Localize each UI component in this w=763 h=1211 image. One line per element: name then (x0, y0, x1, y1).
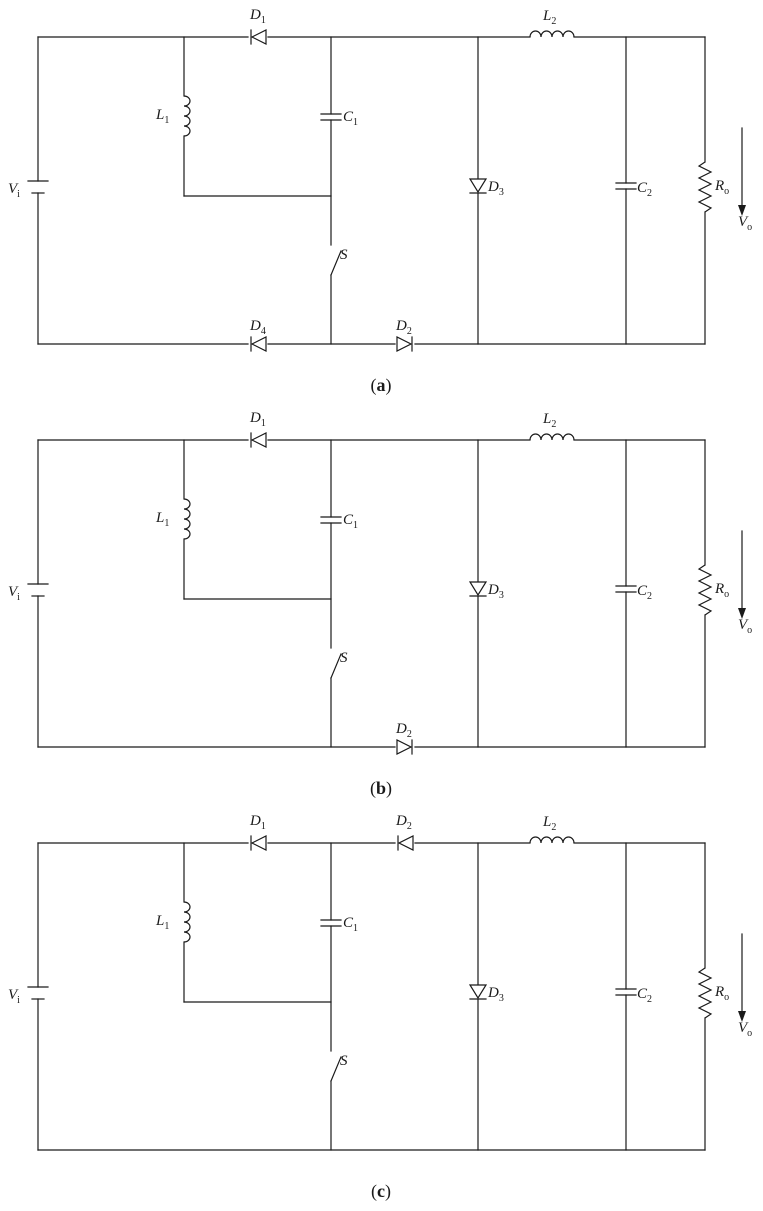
label-c2: C2 (637, 180, 652, 199)
diode-d3 (468, 178, 488, 194)
circuit-panel-b: Vi L1 D1 C1 S D2 D3 L2 C2 Ro Vo (b) (8, 410, 752, 799)
label-d2: D2 (395, 318, 412, 337)
circuit-panel-c: Vi L1 D1 D2 C1 S D3 L2 C2 Ro Vo (c) (8, 813, 752, 1202)
inductor-l2 (529, 433, 575, 441)
label-ro: Ro (714, 581, 729, 600)
label-d1: D1 (249, 7, 266, 26)
label-c2: C2 (637, 583, 652, 602)
source-vi (27, 986, 49, 1000)
capacitor-c2 (615, 182, 637, 190)
inductor-l1 (183, 498, 191, 540)
vo-arrow (738, 127, 746, 216)
wires (37, 842, 706, 1151)
label-l1: L1 (155, 913, 169, 932)
resistor-ro (697, 967, 713, 1019)
diode-d3 (468, 984, 488, 1000)
label-vi: Vi (8, 987, 20, 1006)
label-vo: Vo (738, 1020, 752, 1039)
label-vi: Vi (8, 584, 20, 603)
label-s: S (340, 247, 348, 263)
label-vo: Vo (738, 617, 752, 636)
label-s: S (340, 1053, 348, 1069)
capacitor-c1 (320, 919, 342, 927)
capacitor-c2 (615, 585, 637, 593)
resistor-ro (697, 161, 713, 213)
label-l1: L1 (155, 510, 169, 529)
diode-d1 (250, 29, 267, 45)
label-d3: D3 (487, 985, 504, 1004)
switch-s (330, 250, 342, 276)
label-d4: D4 (249, 318, 266, 337)
label-d2: D2 (395, 721, 412, 740)
diode-d1 (250, 432, 267, 448)
label-l2: L2 (542, 8, 556, 27)
vo-arrow (738, 933, 746, 1022)
source-vi (27, 180, 49, 194)
switch-s (330, 1056, 342, 1082)
inductor-l1 (183, 901, 191, 943)
diode-d2 (397, 835, 414, 851)
vo-arrow (738, 530, 746, 619)
label-d1: D1 (249, 813, 266, 832)
diode-d2 (396, 336, 413, 352)
label-vi: Vi (8, 181, 20, 200)
resistor-ro (697, 564, 713, 616)
label-ro: Ro (714, 178, 729, 197)
label-l2: L2 (542, 411, 556, 430)
label-vo: Vo (738, 214, 752, 233)
switch-s (330, 653, 342, 679)
capacitor-c1 (320, 113, 342, 121)
label-d1: D1 (249, 410, 266, 429)
panel-caption: (a) (371, 375, 392, 396)
label-d3: D3 (487, 582, 504, 601)
panel-caption: (b) (370, 778, 392, 799)
inductor-l1 (183, 95, 191, 137)
wires (37, 36, 706, 345)
diode-d1 (250, 835, 267, 851)
capacitor-c1 (320, 516, 342, 524)
label-l1: L1 (155, 107, 169, 126)
panel-caption: (c) (371, 1181, 391, 1202)
label-d2: D2 (395, 813, 412, 832)
wires (37, 439, 706, 748)
label-c1: C1 (343, 915, 358, 934)
label-c2: C2 (637, 986, 652, 1005)
label-c1: C1 (343, 109, 358, 128)
diode-d2 (396, 739, 413, 755)
diode-d3 (468, 581, 488, 597)
circuit-panel-a: Vi L1 D1 C1 S D4 D2 D3 L2 C2 Ro Vo (a) (8, 7, 752, 396)
inductor-l2 (529, 836, 575, 844)
label-d3: D3 (487, 179, 504, 198)
capacitor-c2 (615, 988, 637, 996)
label-s: S (340, 650, 348, 666)
diode-d4 (250, 336, 267, 352)
label-c1: C1 (343, 512, 358, 531)
label-ro: Ro (714, 984, 729, 1003)
source-vi (27, 583, 49, 597)
inductor-l2 (529, 30, 575, 38)
label-l2: L2 (542, 814, 556, 833)
